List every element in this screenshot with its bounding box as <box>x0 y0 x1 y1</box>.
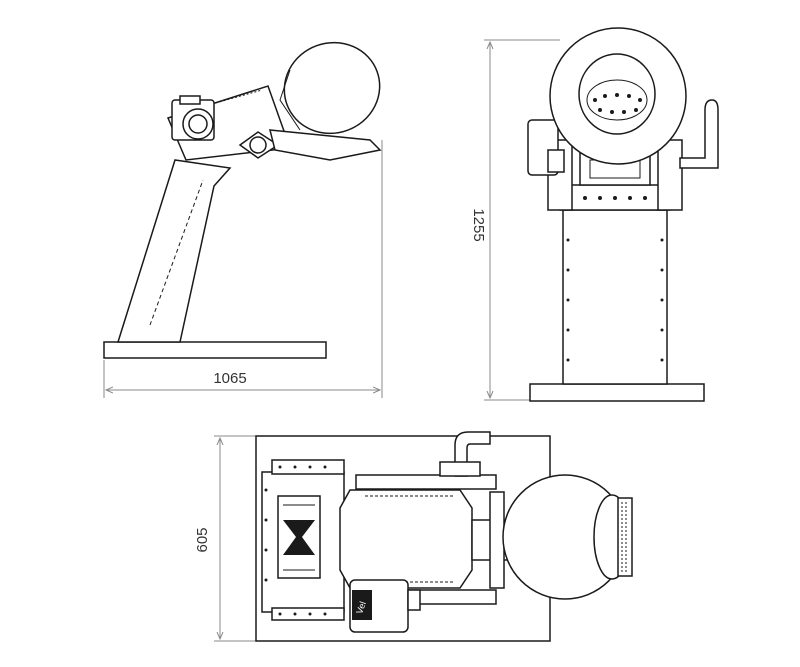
side-column-vents <box>149 179 204 326</box>
dim-label-height: 1255 <box>470 208 487 241</box>
front-handle <box>679 99 719 169</box>
top-gearbox <box>339 489 473 589</box>
top-view: 605 Vel <box>194 431 633 642</box>
side-tilt-arm <box>269 129 382 161</box>
dim-label-width: 1065 <box>213 370 246 387</box>
dim-label-depth: 605 <box>194 527 211 552</box>
front-view: 1255 <box>470 27 719 402</box>
top-motor-label: Vel <box>354 600 368 615</box>
side-drum <box>283 41 381 135</box>
side-base-plate <box>103 341 327 359</box>
top-vent-hourglass <box>283 520 315 555</box>
front-base-plate <box>529 383 705 402</box>
side-view: 1065 <box>103 41 383 398</box>
front-column <box>562 209 668 385</box>
side-column <box>116 159 232 343</box>
